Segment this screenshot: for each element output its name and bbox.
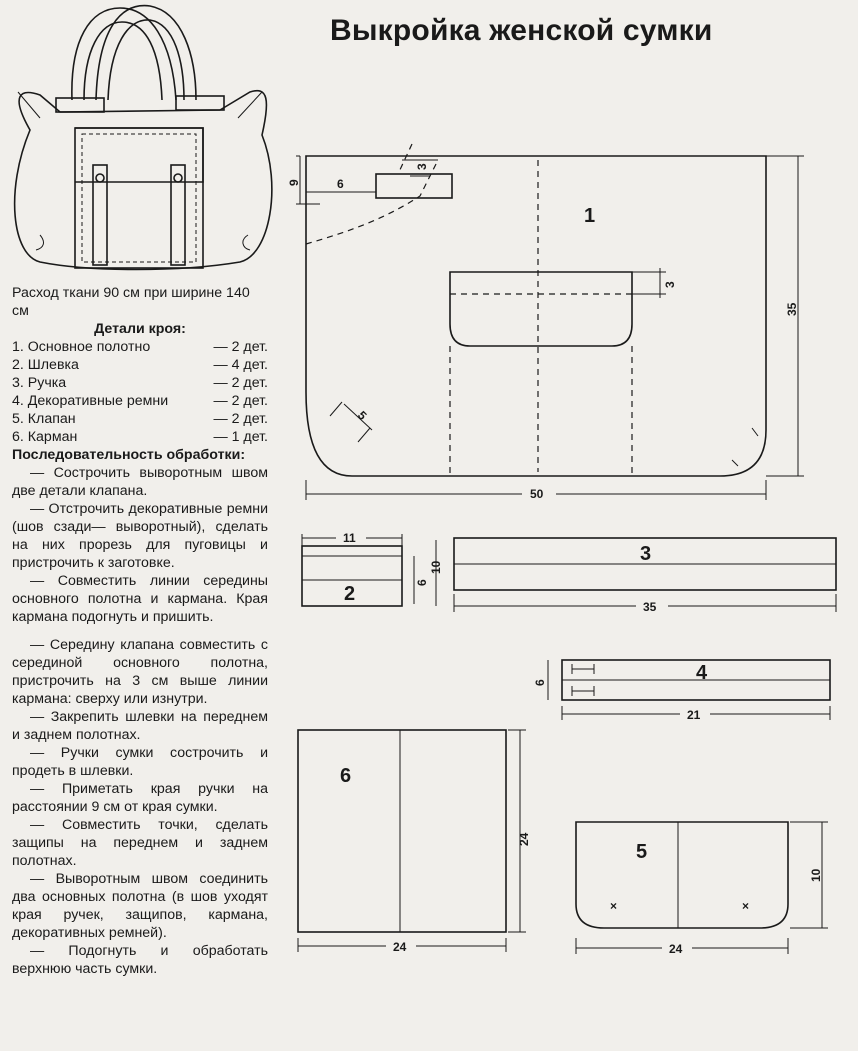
piece-3-label: 3 (640, 543, 651, 565)
piece-5-flap: 5 × × 24 10 (575, 821, 828, 956)
piece-1-label: 1 (584, 205, 595, 227)
step: — Приметать края ручки на расстоянии 9 с… (12, 781, 268, 815)
part-qty: — 4 дет. (213, 357, 268, 373)
piece-4-width: 21 (687, 708, 701, 722)
instructions-column: Расход ткани 90 см при ширине 140 см Дет… (12, 284, 268, 978)
piece-3-width: 35 (643, 600, 657, 614)
part-qty: — 1 дет. (213, 429, 268, 445)
parts-list: 1. Основное полотно — 2 дет. 2. Шлевка — 4… (12, 338, 268, 446)
piece-1-width: 50 (530, 487, 544, 501)
piece-1-loop-offset: 6 (337, 177, 344, 191)
part-qty: — 2 дет. (213, 411, 268, 427)
sequence-heading: Последовательность обработки: (12, 447, 246, 463)
part-name: 4. Декоративные ремни (12, 393, 169, 409)
step: — Совместить линии середины основного по… (12, 573, 268, 625)
piece-4-decorative-strap: 4 21 6 (533, 659, 831, 722)
piece-6-height: 24 (517, 832, 531, 846)
part-qty: — 2 дет. (213, 339, 268, 355)
piece-2-height-outer: 10 (429, 560, 443, 574)
piece-1-height: 35 (785, 302, 799, 316)
piece-2-label: 2 (344, 583, 355, 605)
piece-1-loop-height: 3 (415, 163, 429, 170)
piece-5-width: 24 (669, 942, 683, 956)
piece-4-height: 6 (533, 679, 547, 686)
piece-6-width: 24 (393, 940, 407, 954)
piece-4-label: 4 (696, 662, 708, 684)
step: — Выворотным швом соединить два основных… (12, 871, 268, 941)
piece-6-pocket: 6 24 24 (297, 729, 531, 954)
part-name: 6. Карман (12, 429, 78, 445)
parts-heading: Детали кроя: (94, 321, 186, 337)
piece-6-label: 6 (340, 765, 351, 787)
step: — Сострочить выворотным швом две детали … (12, 465, 268, 499)
step: — Отстрочить декоративные ремни (шов сза… (12, 501, 268, 571)
piece-5-mark-left: × (610, 899, 617, 913)
step: — Середину клапана совместить с середино… (12, 637, 268, 707)
fabric-consumption: Расход ткани 90 см при ширине 140 см (12, 285, 250, 319)
page-title: Выкройка женской сумки (330, 14, 713, 47)
part-name: 3. Ручка (12, 375, 67, 391)
piece-5-label: 5 (636, 841, 647, 863)
piece-1-main-panel: 1 50 35 5 9 6 3 3 (287, 143, 804, 501)
part-qty: — 2 дет. (213, 393, 268, 409)
step: — Закрепить шлевки на переднем и заднем … (12, 709, 268, 743)
piece-2-width: 11 (343, 531, 356, 545)
step: — Совместить точки, сделать защипы на пе… (12, 817, 268, 869)
piece-3-handle: 35 3 (453, 537, 837, 614)
piece-1-pocket-offset: 3 (663, 281, 677, 288)
part-qty: — 2 дет. (213, 375, 268, 391)
part-name: 1. Основное полотно (12, 339, 151, 355)
step: — Ручки сумки сострочить и продеть в шле… (12, 745, 268, 779)
bag-illustration (13, 4, 273, 271)
part-name: 5. Клапан (12, 411, 76, 427)
piece-2-height: 6 (415, 579, 429, 586)
piece-5-height: 10 (809, 868, 823, 882)
step: — Подогнуть и обработать верхнюю часть с… (12, 943, 268, 977)
piece-2-loop: 11 2 6 10 (301, 530, 443, 607)
part-name: 2. Шлевка (12, 357, 79, 373)
piece-1-handle-offset: 9 (287, 179, 301, 186)
piece-5-mark-right: × (742, 899, 749, 913)
